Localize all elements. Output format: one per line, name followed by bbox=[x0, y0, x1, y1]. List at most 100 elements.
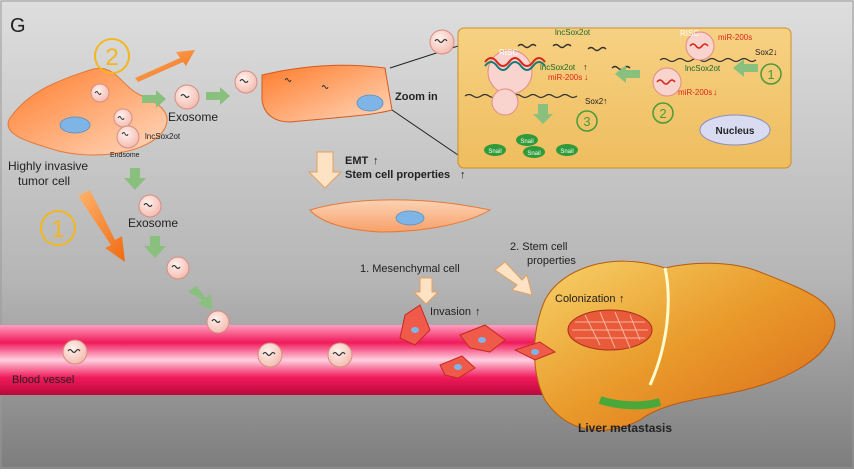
zoom-step-1: 1 bbox=[760, 63, 782, 85]
highly-invasive-label-1: Highly invasive bbox=[8, 159, 88, 173]
svg-text:2: 2 bbox=[659, 106, 666, 121]
exosome-top-label: Exosome bbox=[168, 110, 218, 124]
sox2-right-label: Sox2 bbox=[755, 48, 774, 57]
stem-cell-diagonal-arrow bbox=[494, 261, 533, 296]
green-arrow-down-1 bbox=[124, 168, 146, 190]
lncsox2ot-mid-label: lncSox2ot bbox=[540, 63, 576, 72]
highly-invasive-label-2: tumor cell bbox=[18, 174, 70, 188]
emt-up-arrow: ↑ bbox=[373, 155, 379, 167]
liver-metastasis-label: Liver metastasis bbox=[578, 421, 672, 435]
nucleus: Nucleus bbox=[699, 114, 771, 146]
colonization-up-arrow: ↑ bbox=[619, 293, 625, 305]
zoom-in-label: Zoom in bbox=[395, 91, 438, 103]
vessel-exosome bbox=[62, 339, 88, 365]
green-arrow-top-2 bbox=[206, 87, 230, 105]
invading-cell bbox=[439, 355, 476, 379]
liver bbox=[534, 260, 836, 431]
rna-strand-right bbox=[659, 57, 757, 63]
lncrna-small bbox=[587, 46, 607, 52]
risc-complex-right bbox=[685, 31, 715, 61]
invasion-label: Invasion bbox=[430, 306, 471, 318]
emt-label: EMT bbox=[345, 155, 369, 167]
orange-arrow-2 bbox=[135, 50, 195, 82]
mesenchymal-down-arrow bbox=[412, 277, 440, 305]
exosome-top bbox=[174, 84, 200, 110]
sox2-right-down-arrow: ↓ bbox=[773, 47, 778, 57]
mesenchymal-label: 1. Mesenchymal cell bbox=[360, 263, 460, 275]
rna-strand bbox=[464, 93, 578, 99]
zoom-arrow-1-to-2 bbox=[733, 59, 758, 77]
lncsox2ot-right-label: lncSox2ot bbox=[685, 64, 721, 73]
exosome-mid bbox=[166, 256, 190, 280]
vessel-exosome bbox=[257, 342, 283, 368]
emt-down-arrow bbox=[307, 151, 343, 189]
sox2-mid-label: Sox2 bbox=[585, 97, 604, 106]
snail-protein: Snail bbox=[523, 146, 545, 158]
invading-cell bbox=[513, 341, 557, 361]
mesenchymal-cell bbox=[309, 199, 492, 233]
risc-complex-mid bbox=[491, 88, 519, 116]
green-arrow-top-1 bbox=[142, 90, 166, 108]
mir200s-top-right-label: miR-200s bbox=[718, 33, 752, 42]
tumor-cell bbox=[7, 67, 168, 156]
risc-complex-left bbox=[484, 49, 546, 95]
mir200s-right-label: miR-200s bbox=[678, 88, 712, 97]
snail-protein: Snail bbox=[556, 144, 578, 156]
zoom-arrow-2-to-3 bbox=[615, 65, 640, 83]
exosome-left-label: Exosome bbox=[128, 216, 178, 230]
stem-props-up-arrow: ↑ bbox=[460, 169, 466, 181]
vessel-exosome bbox=[327, 342, 353, 368]
lncrna-small bbox=[552, 43, 572, 49]
risc-left-label: RISC bbox=[499, 48, 518, 57]
mir200s-left-label: miR-200s bbox=[548, 73, 582, 82]
svg-text:Snail: Snail bbox=[488, 149, 501, 155]
recipient-cell bbox=[261, 64, 393, 123]
sox2-mid-up-arrow: ↑ bbox=[603, 96, 608, 106]
invading-cell bbox=[459, 324, 506, 353]
svg-text:Snail: Snail bbox=[527, 151, 540, 157]
green-arrow-down-3 bbox=[188, 286, 212, 310]
invasion-up-arrow: ↑ bbox=[475, 306, 481, 318]
mir200s-right-down-arrow: ↓ bbox=[713, 87, 718, 97]
zoom-step-2: 2 bbox=[652, 102, 674, 124]
mir200s-left-down-arrow: ↓ bbox=[584, 72, 589, 82]
snail-protein: Snail bbox=[516, 134, 538, 146]
risc-complex-step2 bbox=[652, 67, 682, 97]
zoom-exosome bbox=[429, 29, 455, 55]
svg-text:Snail: Snail bbox=[520, 139, 533, 145]
svg-text:1: 1 bbox=[767, 67, 774, 82]
endosome-label: Endsome bbox=[110, 152, 140, 159]
green-arrow-down-2 bbox=[144, 236, 166, 258]
lncsox2ot-mid-up-arrow: ↑ bbox=[583, 62, 588, 72]
stem-props-label: Stem cell properties bbox=[345, 169, 450, 181]
svg-text:Snail: Snail bbox=[560, 149, 573, 155]
exosome-bottom bbox=[206, 310, 230, 334]
orange-arrow-1 bbox=[78, 190, 125, 262]
svg-text:2: 2 bbox=[105, 44, 118, 71]
blood-vessel-label: Blood vessel bbox=[12, 374, 74, 386]
zoom-step-3: 3 bbox=[576, 110, 598, 132]
lncrna-small bbox=[517, 43, 537, 49]
lncsox2ot-cell-label: lncSox2ot bbox=[145, 132, 181, 141]
lncsox2ot-top-label: lncSox2ot bbox=[555, 28, 591, 37]
stem-cell-label-1: 2. Stem cell bbox=[510, 241, 567, 253]
zoom-line-bottom bbox=[391, 109, 459, 156]
exosome-top-2 bbox=[234, 70, 258, 94]
zoom-arrow-down bbox=[533, 104, 553, 124]
step-1-circle: 1 bbox=[40, 210, 76, 246]
panel-letter: G bbox=[10, 15, 26, 37]
svg-text:Nucleus: Nucleus bbox=[716, 126, 755, 137]
svg-text:3: 3 bbox=[583, 114, 590, 129]
step-2-circle: 2 bbox=[94, 38, 130, 74]
snail-protein: Snail bbox=[484, 144, 506, 156]
exosome-left bbox=[138, 194, 162, 218]
stem-cell-label-2: properties bbox=[527, 255, 576, 267]
risc-right-label: RISC bbox=[680, 29, 699, 38]
colonization-mass bbox=[567, 309, 653, 351]
svg-text:1: 1 bbox=[51, 216, 64, 243]
invading-cell bbox=[399, 304, 431, 346]
colonization-label: Colonization bbox=[555, 293, 616, 305]
